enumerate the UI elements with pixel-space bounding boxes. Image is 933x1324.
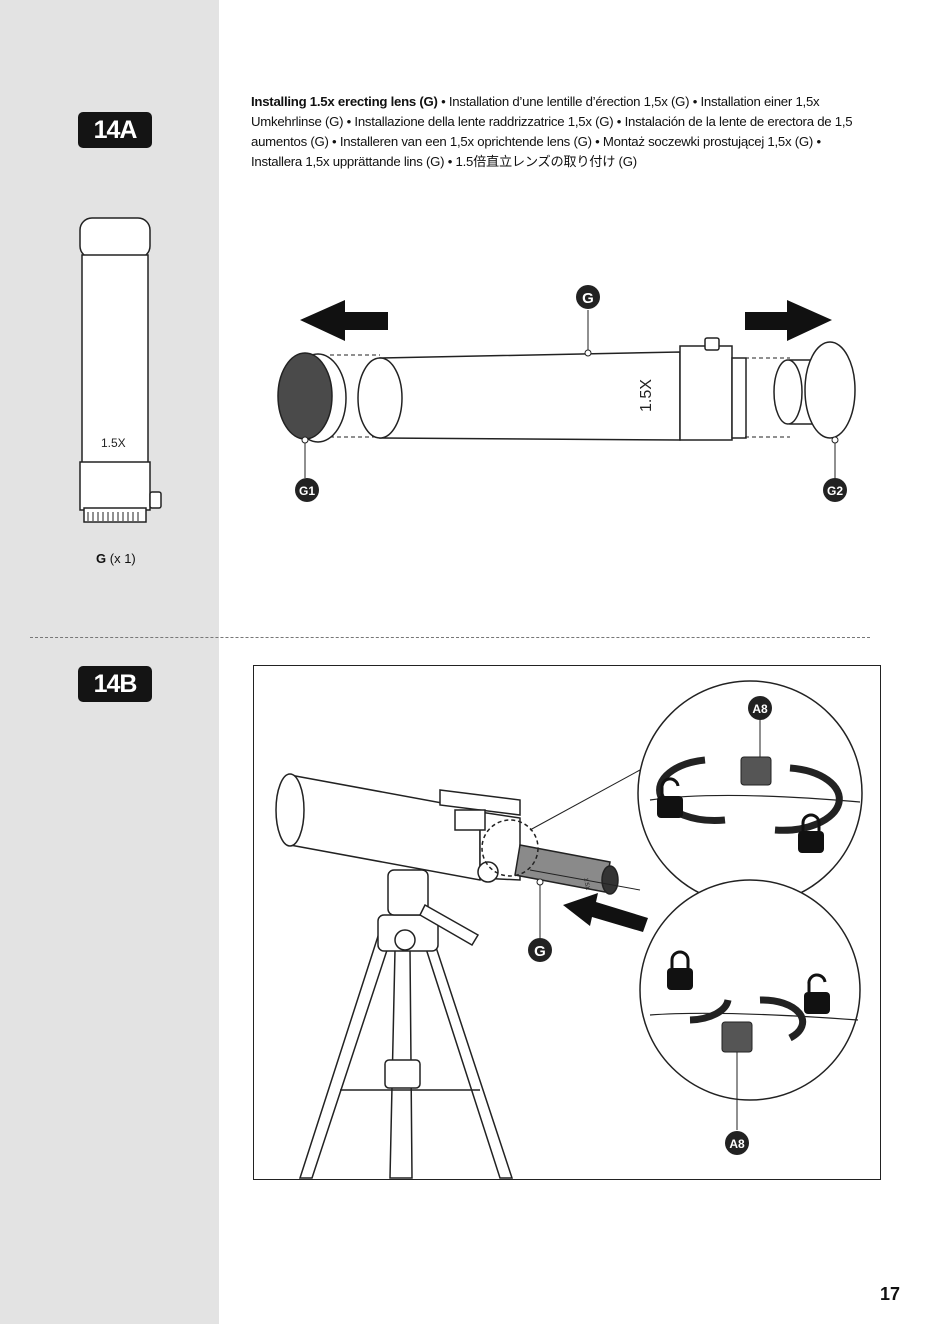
- svg-text:A8: A8: [752, 702, 768, 716]
- lock-icon: [667, 950, 693, 990]
- tube-ring: [83, 507, 147, 523]
- zoom-area: [481, 819, 539, 877]
- part-letter: G: [96, 551, 107, 566]
- callout-g1: G1: [295, 478, 319, 502]
- page-number: 17: [880, 1284, 901, 1304]
- svg-text:G: G: [582, 290, 594, 307]
- callout-g2: G2: [823, 478, 847, 502]
- insert-arrow-icon: [563, 893, 648, 932]
- tube-holder: [79, 461, 151, 511]
- arrow-right-icon: [745, 300, 832, 341]
- lens-label-14a: 1.5X: [638, 379, 655, 412]
- zoom-detail-bottom: [639, 879, 861, 1101]
- unlock-icon: [804, 973, 830, 1014]
- tube-cap-top: [79, 217, 151, 259]
- erecting-lens-g: [357, 337, 747, 441]
- arrow-left-icon: [300, 300, 388, 341]
- rear-cap-g2: [773, 341, 856, 439]
- part-tube-label: 1.5X: [101, 436, 126, 450]
- callout-a8-top: A8: [748, 696, 772, 720]
- front-cap-g1: [277, 352, 347, 443]
- telescope-on-tripod: [275, 773, 521, 1179]
- instruction-title: Installing 1.5x erecting lens (G): [251, 94, 438, 109]
- lens-label-14b: 1.5X: [582, 877, 590, 890]
- tube-thumbscrew: [149, 491, 162, 509]
- instruction-text: Installing 1.5x erecting lens (G) • Inst…: [251, 92, 869, 172]
- instruction-body: • Installation d’une lentille d’érection…: [251, 94, 853, 169]
- step-badge-14b: 14B: [78, 666, 152, 702]
- unlock-icon: [657, 777, 683, 818]
- svg-text:G1: G1: [299, 484, 315, 498]
- step-badge-14a: 14A: [78, 112, 152, 148]
- callout-g-14b: G: [528, 938, 552, 962]
- callout-a8-bottom: A8: [725, 1131, 749, 1155]
- callout-g-14a: G: [576, 285, 600, 309]
- step-14b-frame: [253, 665, 881, 1180]
- tube-body: [81, 254, 149, 466]
- part-count: (x 1): [109, 551, 136, 566]
- part-caption: G (x 1): [96, 551, 136, 566]
- svg-text:A8: A8: [729, 1137, 745, 1151]
- svg-text:G: G: [534, 943, 546, 960]
- svg-text:G2: G2: [827, 484, 843, 498]
- step-divider: [30, 637, 870, 638]
- lock-icon: [798, 813, 824, 853]
